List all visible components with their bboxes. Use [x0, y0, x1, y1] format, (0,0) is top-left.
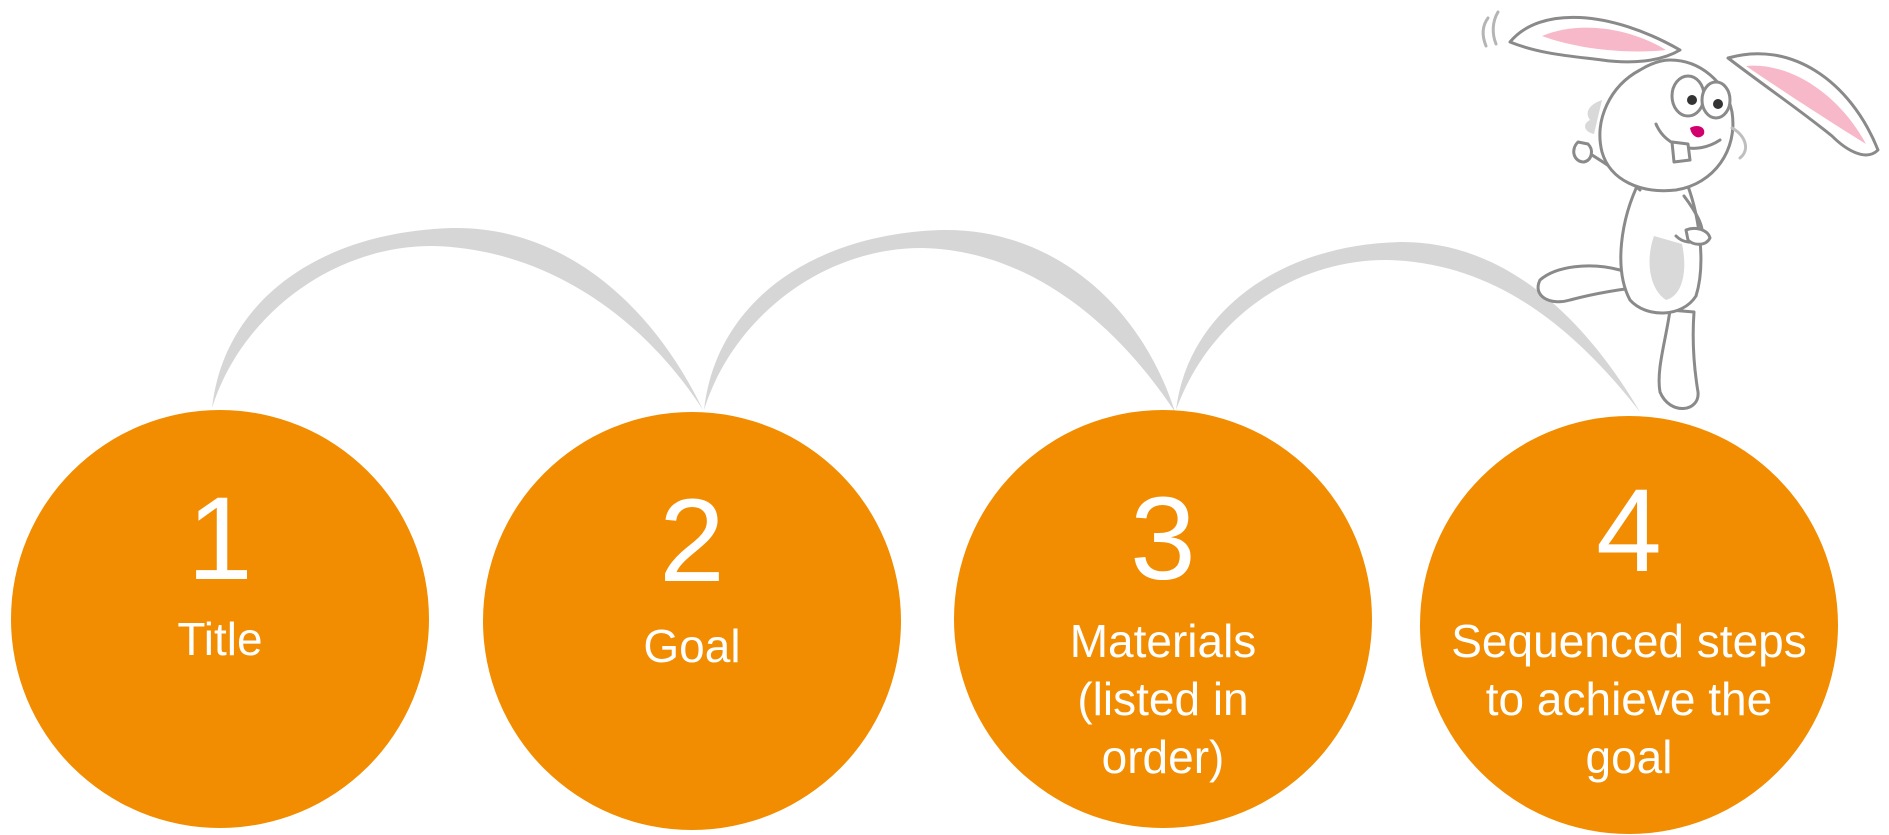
- step-number: 4: [1596, 465, 1662, 597]
- step-label: Sequenced steps to achieve the goal: [1451, 615, 1807, 783]
- hop-arc-1: [212, 227, 703, 410]
- step-circle-3: 3 Materials (listed in order): [954, 410, 1372, 828]
- hop-arc-3: [1176, 242, 1640, 412]
- step-number: 2: [659, 475, 725, 607]
- step-label: Title: [177, 613, 263, 665]
- step-number: 1: [187, 473, 253, 605]
- step-circle-4: 4 Sequenced steps to achieve the goal: [1420, 416, 1838, 834]
- hopping-bunny-icon: [1481, 10, 1880, 410]
- step-number: 3: [1130, 473, 1196, 605]
- step-label: Goal: [643, 620, 741, 672]
- step-label: Materials (listed in order): [1069, 615, 1257, 783]
- step-circle-2: 2 Goal: [483, 412, 901, 830]
- step-circle-1: 1 Title: [11, 410, 429, 828]
- hop-arc-2: [704, 229, 1175, 412]
